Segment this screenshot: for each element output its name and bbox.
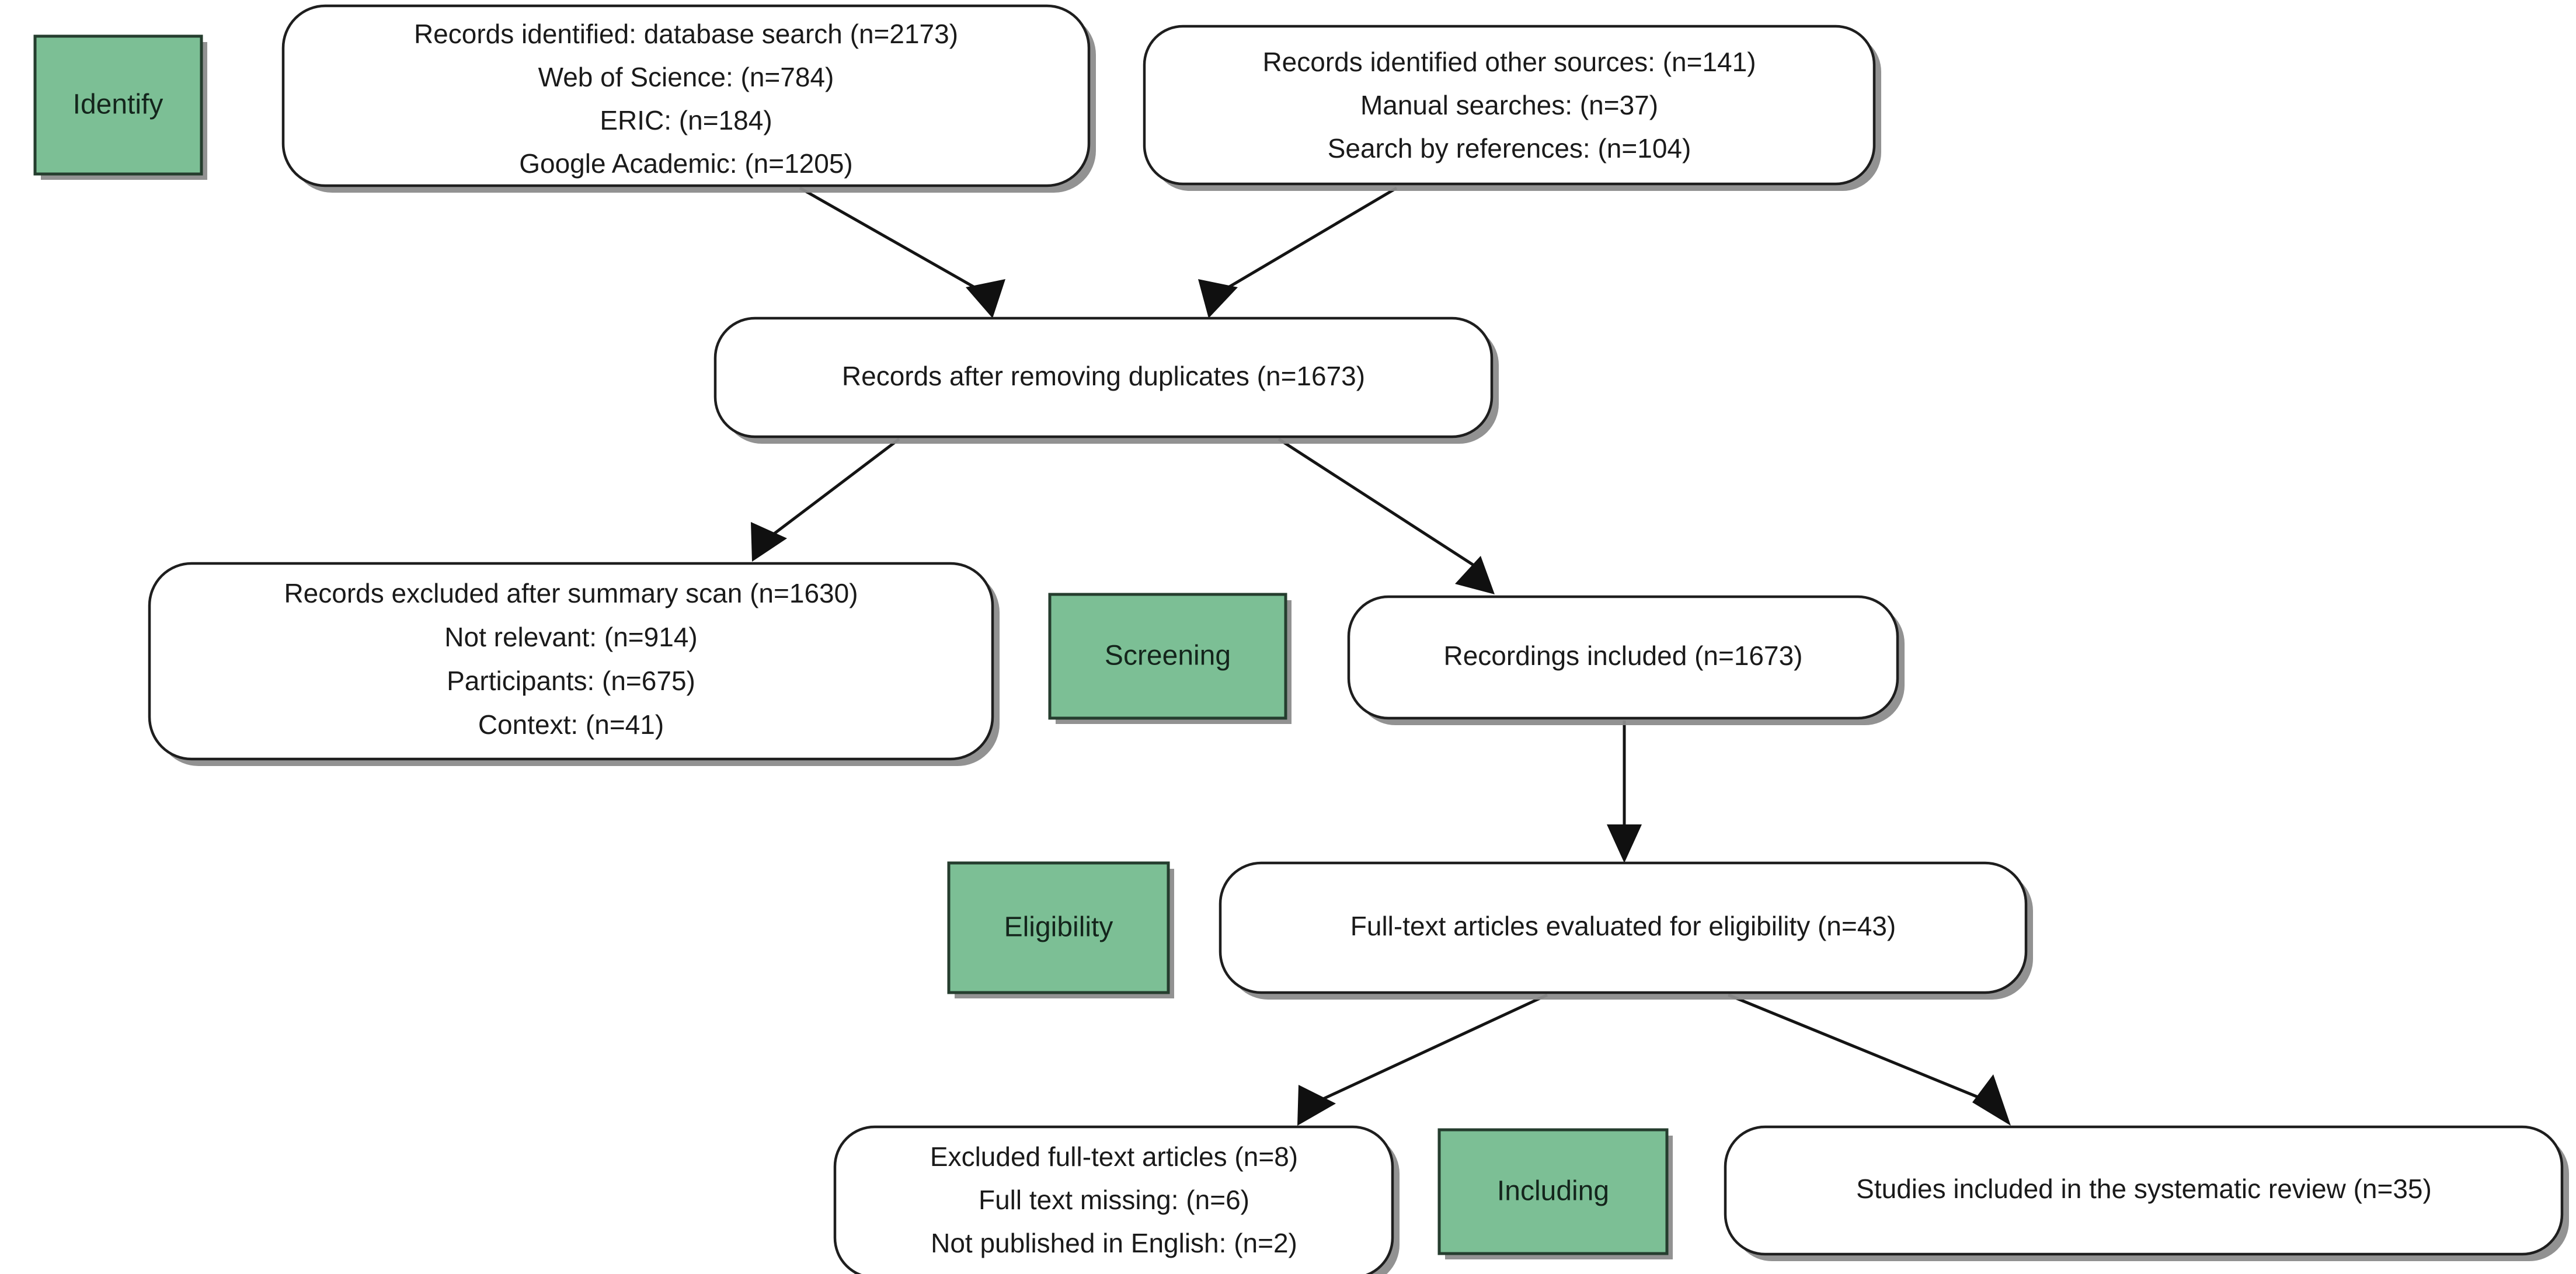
- node-records-after-duplicates[interactable]: Records after removing duplicates (n=167…: [713, 316, 1499, 444]
- node-line: Context: (n=41): [478, 709, 664, 740]
- node-line: Records identified: database search (n=2…: [414, 19, 958, 49]
- stage-eligibility[interactable]: Eligibility: [947, 861, 1174, 998]
- node-line: Not relevant: (n=914): [444, 622, 697, 652]
- edge-fulltext-to-excluded-fulltext: [1297, 993, 1548, 1126]
- node-excluded-full-text[interactable]: Excluded full-text articles (n=8) Full t…: [833, 1125, 1400, 1274]
- node-full-text-evaluated[interactable]: Full-text articles evaluated for eligibi…: [1219, 861, 2033, 1000]
- node-records-excluded-summary-scan[interactable]: Records excluded after summary scan (n=1…: [148, 562, 1000, 766]
- node-studies-included-systematic-review[interactable]: Studies included in the systematic revie…: [1724, 1125, 2569, 1261]
- stage-identify[interactable]: Identify: [33, 34, 207, 180]
- node-line: Participants: (n=675): [447, 666, 695, 696]
- stage-eligibility-label: Eligibility: [1004, 912, 1113, 943]
- stage-screening[interactable]: Screening: [1048, 593, 1292, 724]
- stage-identify-label: Identify: [73, 89, 163, 120]
- edge-duplicates-to-excluded: [751, 438, 900, 562]
- node-line: Not published in English: (n=2): [931, 1228, 1297, 1258]
- node-line: Full text missing: (n=6): [979, 1185, 1249, 1215]
- node-recordings-included[interactable]: Recordings included (n=1673): [1347, 595, 1905, 725]
- node-line: ERIC: (n=184): [600, 105, 772, 135]
- node-line: Google Academic: (n=1205): [519, 148, 853, 179]
- node-line: Records excluded after summary scan (n=1…: [284, 578, 858, 608]
- edge-fulltext-to-studies: [1728, 993, 2011, 1126]
- stage-including[interactable]: Including: [1437, 1128, 1673, 1259]
- stage-screening-label: Screening: [1105, 641, 1231, 671]
- node-line: Records identified other sources: (n=141…: [1262, 47, 1756, 77]
- node-records-identified-other-sources[interactable]: Records identified other sources: (n=141…: [1143, 25, 1881, 191]
- node-line: Records after removing duplicates (n=167…: [842, 361, 1365, 391]
- node-line: Web of Science: (n=784): [538, 62, 834, 92]
- edges-layer: [751, 186, 2011, 1126]
- node-line: Manual searches: (n=37): [1360, 90, 1658, 120]
- node-records-identified-database[interactable]: Records identified: database search (n=2…: [281, 4, 1096, 193]
- edge-other-sources-to-duplicates: [1198, 186, 1398, 318]
- stage-including-label: Including: [1497, 1176, 1609, 1207]
- node-line: Excluded full-text articles (n=8): [930, 1141, 1298, 1172]
- node-line: Studies included in the systematic revie…: [1856, 1174, 2432, 1204]
- node-line: Full-text articles evaluated for eligibi…: [1350, 911, 1896, 941]
- edge-recordings-to-fulltext: [1607, 720, 1642, 863]
- node-line: Search by references: (n=104): [1328, 133, 1691, 163]
- node-line: Recordings included (n=1673): [1443, 641, 1802, 671]
- edge-duplicates-to-recordings: [1277, 437, 1495, 594]
- edge-database-to-duplicates: [799, 186, 1005, 318]
